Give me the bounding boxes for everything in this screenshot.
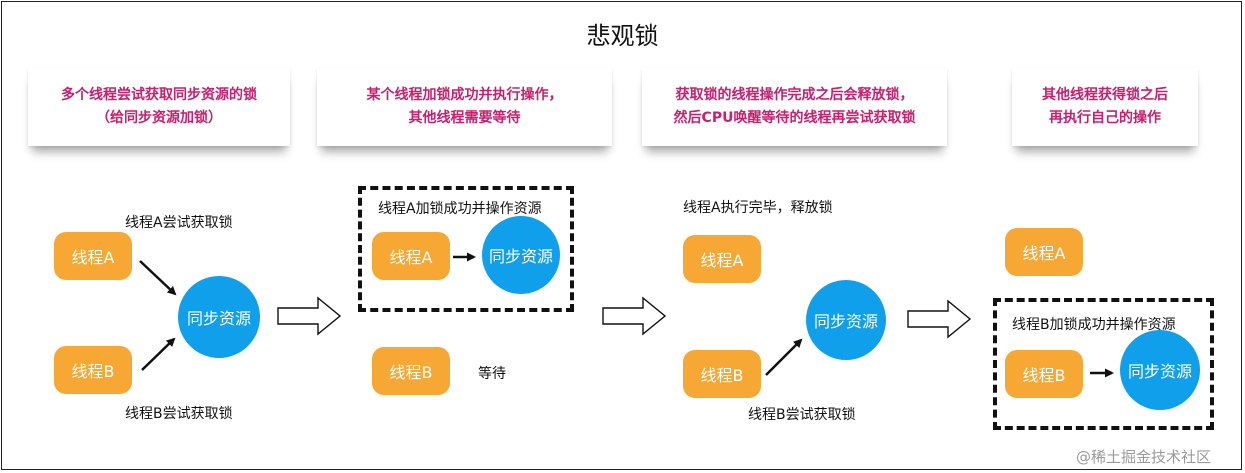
caption-step-4-line-2: 再执行自己的操作 <box>1049 110 1161 126</box>
thread-a-node: 线程A <box>683 235 761 283</box>
shared-resource-node: 同步资源 <box>806 280 886 360</box>
caption-step-1-line-2: （给同步资源加锁） <box>96 110 222 126</box>
thread-b-node: 线程B <box>372 347 450 395</box>
thread-a-try-lock-label: 线程A尝试获取锁 <box>125 215 233 231</box>
arrow-thread-a-to-resource <box>139 260 177 296</box>
caption-step-1: 多个线程尝试获取同步资源的锁 （给同步资源加锁） <box>28 68 290 146</box>
caption-step-4: 其他线程获得锁之后 再执行自己的操作 <box>1012 68 1198 146</box>
arrow-thread-b-to-resource <box>141 337 176 371</box>
lock-held-box <box>358 186 574 312</box>
step-arrow-1 <box>277 296 342 336</box>
thread-b-try-lock-label: 线程B尝试获取锁 <box>125 406 233 422</box>
thread-b-node: 线程B <box>683 350 761 398</box>
lock-held-label: 线程A加锁成功并操作资源 <box>378 201 542 217</box>
watermark: @稀土掘金技术社区 <box>1076 448 1212 466</box>
thread-a-release-label: 线程A执行完毕，释放锁 <box>683 200 833 216</box>
shared-resource-node: 同步资源 <box>482 216 560 294</box>
thread-a-node: 线程A <box>372 232 450 280</box>
thread-b-node: 线程B <box>54 346 132 394</box>
thread-b-try-lock-label: 线程B尝试获取锁 <box>748 407 856 423</box>
lock-held-box <box>993 298 1214 430</box>
step-arrow-2 <box>602 296 667 336</box>
caption-step-3: 获取锁的线程操作完成之后会释放锁， 然后CPU唤醒等待的线程再尝试获取锁 <box>642 68 947 146</box>
step-arrow-3 <box>907 299 972 339</box>
caption-step-4-line-1: 其他线程获得锁之后 <box>1042 87 1168 103</box>
lock-held-label: 线程B加锁成功并操作资源 <box>1012 317 1176 333</box>
shared-resource-node: 同步资源 <box>1120 330 1200 410</box>
caption-step-1-line-1: 多个线程尝试获取同步资源的锁 <box>61 87 257 103</box>
caption-step-3-line-2: 然后CPU唤醒等待的线程再尝试获取锁 <box>673 110 916 126</box>
thread-a-node: 线程A <box>54 232 132 280</box>
thread-b-node: 线程B <box>1005 350 1083 398</box>
diagram-title: 悲观锁 <box>586 22 659 50</box>
caption-step-2: 某个线程加锁成功并执行操作， 其他线程需要等待 <box>317 68 612 146</box>
waiting-label: 等待 <box>478 366 506 382</box>
shared-resource-node: 同步资源 <box>178 276 260 358</box>
arrow-thread-b-to-resource <box>765 338 803 376</box>
caption-step-2-line-1: 某个线程加锁成功并执行操作， <box>366 87 563 103</box>
thread-a-node: 线程A <box>1005 228 1083 276</box>
caption-step-3-line-1: 获取锁的线程操作完成之后会释放锁， <box>675 87 914 103</box>
caption-step-2-line-2: 其他线程需要等待 <box>408 110 521 126</box>
